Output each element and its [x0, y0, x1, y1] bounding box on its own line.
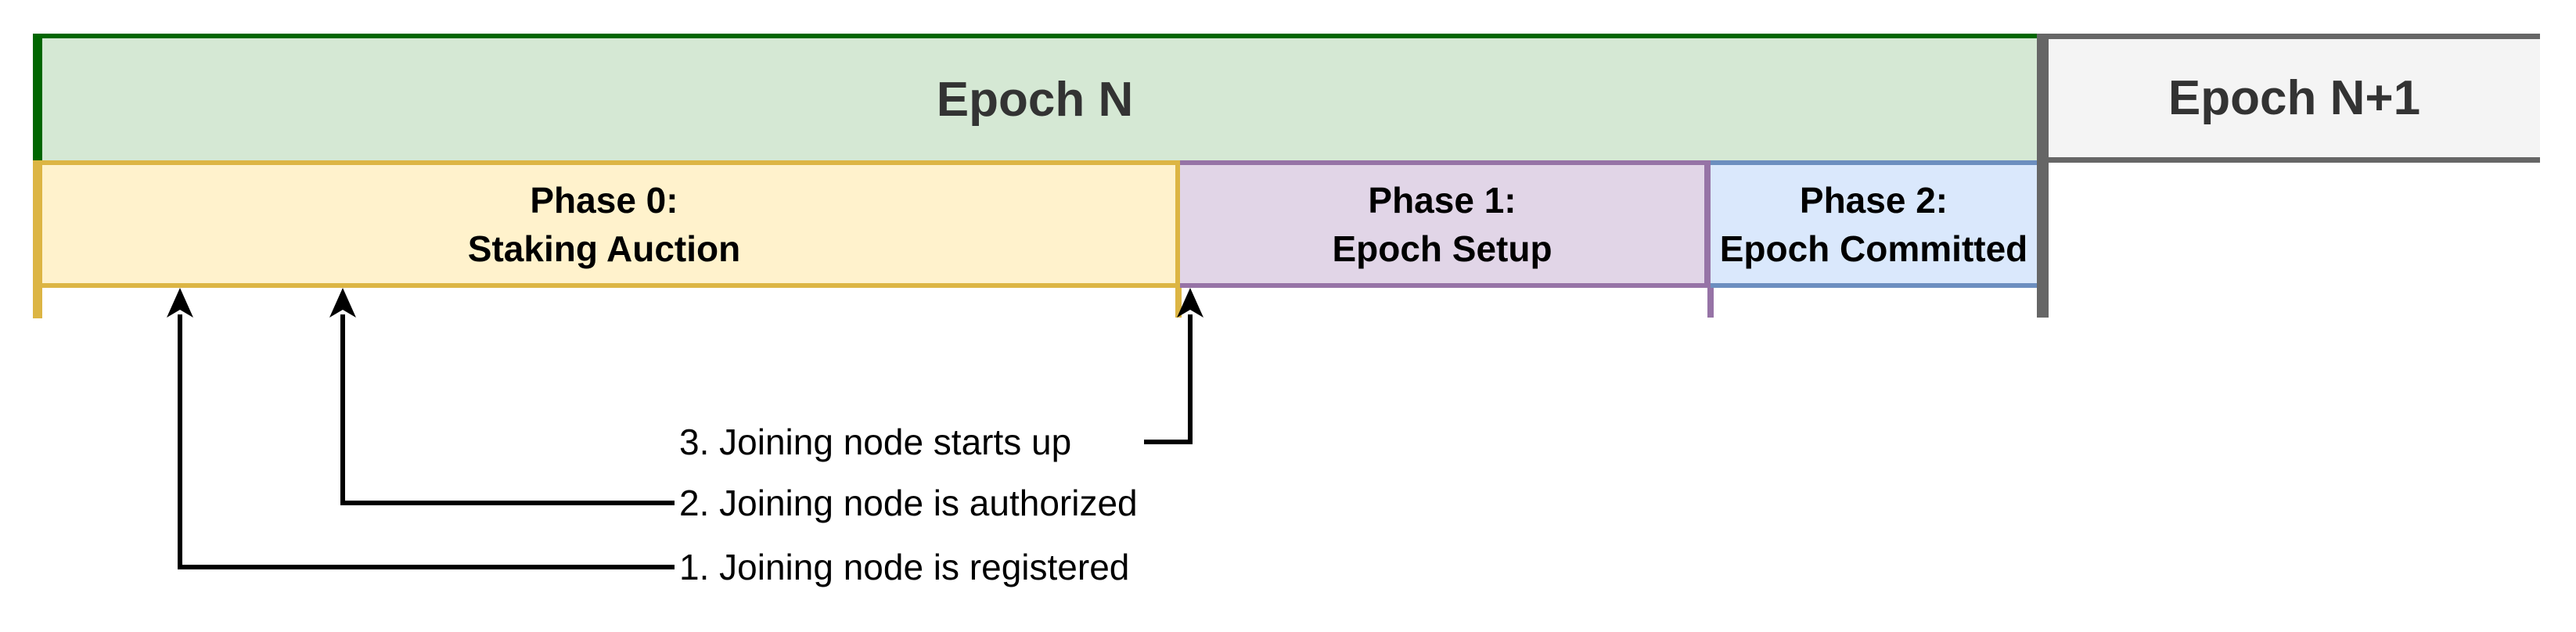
phase-0-start-tick [33, 160, 42, 318]
phase-2-label: Phase 2: Epoch Committed [1720, 176, 2028, 273]
epoch-boundary-divider [2037, 34, 2049, 318]
phase-1-label-line1: Phase 1: [1368, 179, 1516, 221]
phase-0-label-line2: Staking Auction [467, 228, 741, 269]
event-2-arrowhead-icon [329, 288, 356, 318]
phase-0-box: Phase 0: Staking Auction [33, 160, 1180, 288]
event-3-connector-line [1144, 314, 1193, 444]
phase-1-box: Phase 1: Epoch Setup [1180, 160, 1711, 288]
phase-0-label-line1: Phase 0: [530, 179, 678, 221]
phase-2-box: Phase 2: Epoch Committed [1711, 160, 2037, 288]
event-3-arrowhead-icon [1177, 288, 1203, 318]
phase-2-label-line2: Epoch Committed [1719, 228, 2028, 269]
epoch-n-label: Epoch N [936, 72, 1134, 127]
epoch-n-bar: Epoch N [33, 34, 2037, 160]
event-2-connector-line [340, 314, 675, 505]
event-1-label: 1. Joining node is registered [679, 547, 1130, 587]
event-3-label: 3. Joining node starts up [679, 422, 1072, 462]
phase-2-label-line1: Phase 2: [1799, 179, 1948, 221]
phase-1-label-line2: Epoch Setup [1332, 228, 1552, 269]
epoch-n-start-tick [33, 34, 42, 160]
epoch-n-plus-1-label: Epoch N+1 [2168, 71, 2421, 125]
epoch-n-plus-1-bar: Epoch N+1 [2049, 34, 2540, 163]
event-1-connector-line [178, 314, 675, 569]
event-2-label: 2. Joining node is authorized [679, 483, 1138, 523]
phase-1-label: Phase 1: Epoch Setup [1332, 176, 1552, 273]
phase-1-end-tick [1707, 288, 1714, 318]
event-1-arrowhead-icon [167, 288, 193, 318]
phase-0-label: Phase 0: Staking Auction [468, 176, 740, 273]
phase-0-end-tick [1175, 288, 1182, 318]
